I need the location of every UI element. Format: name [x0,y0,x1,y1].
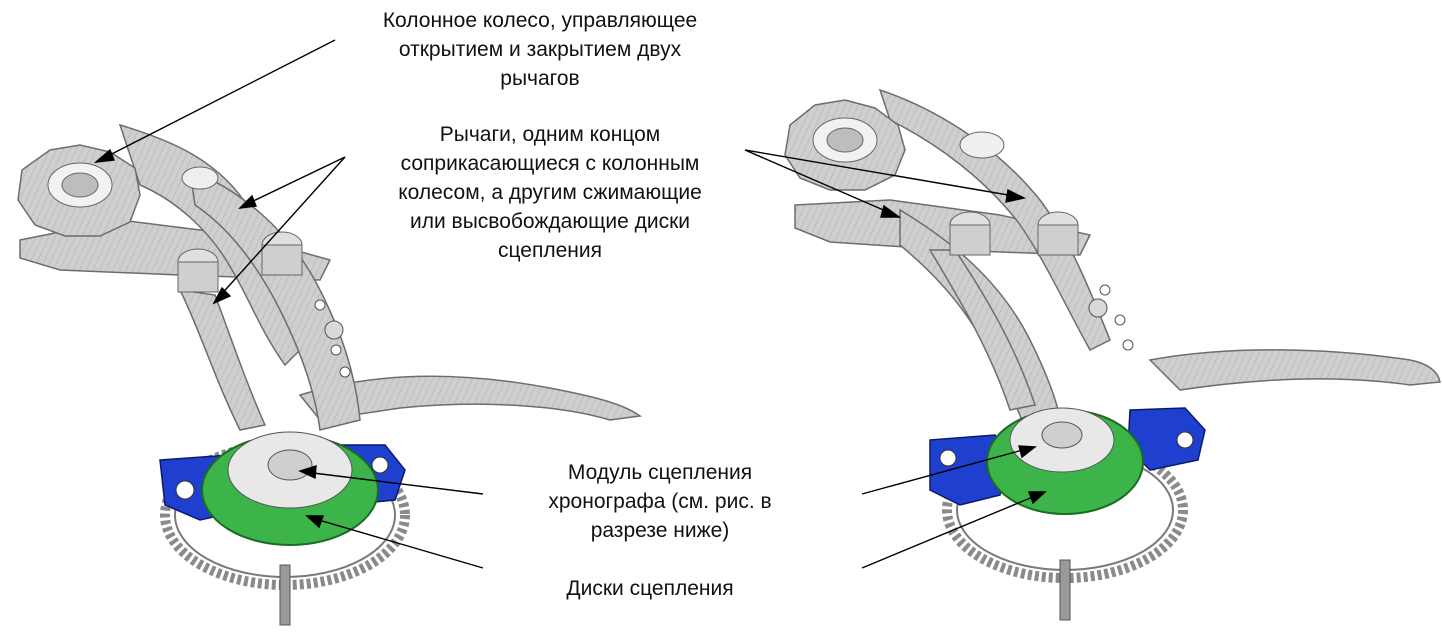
left-screw [325,321,343,339]
left-column-wheel [18,145,140,236]
left-arbor [280,565,290,625]
right-arbor [1060,560,1070,620]
label-levers: Рычаги, одним концом соприкасающиеся с к… [340,120,760,265]
right-screw [1089,299,1107,317]
label-clutch-discs: Диски сцепления [500,574,800,603]
label-column-wheel: Колонное колесо, управляющее открытием и… [330,6,750,93]
mechanism-right [785,90,1440,620]
label-clutch-module: Модуль сцепления хронографа (см. рис. в … [510,458,810,545]
left-lever-3 [180,290,265,430]
right-tail-arm [1150,350,1440,390]
right-column-wheel [785,100,905,190]
